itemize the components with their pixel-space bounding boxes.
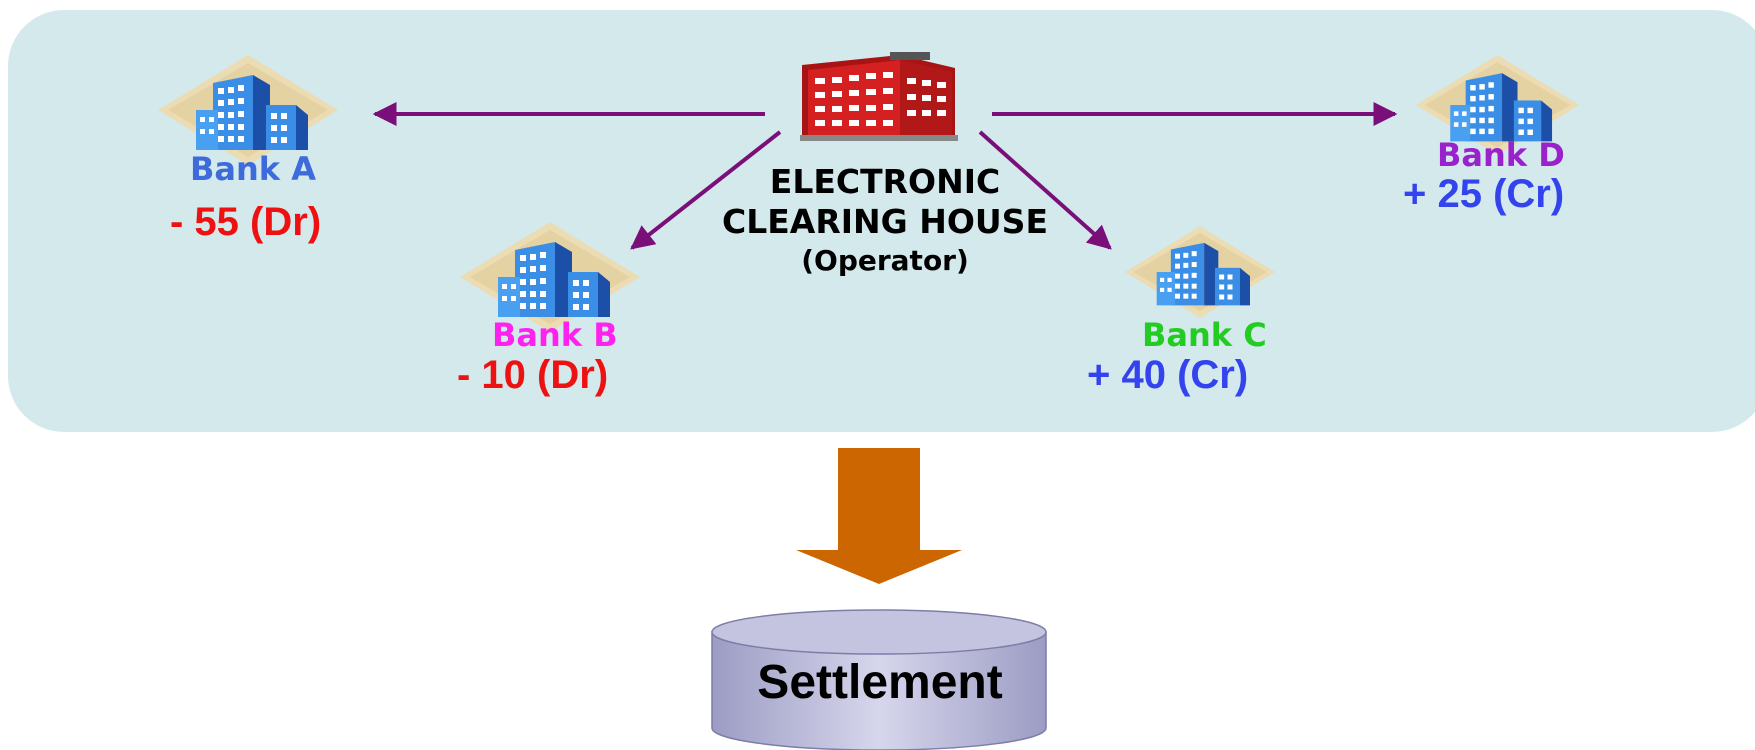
clearing-house-building-icon bbox=[800, 52, 958, 141]
down-arrow-icon bbox=[796, 448, 962, 584]
bank-c-label: Bank C bbox=[1142, 316, 1267, 354]
bank-b-label: Bank B bbox=[492, 316, 618, 354]
bank-b-amount: - 10 (Dr) bbox=[457, 353, 609, 397]
bank-d-amount: + 25 (Cr) bbox=[1403, 172, 1565, 216]
bank-c-icon bbox=[1125, 226, 1275, 318]
bank-a-label: Bank A bbox=[190, 150, 316, 188]
bank-a-icon bbox=[158, 55, 338, 165]
clearing-house-title-line1: ELECTRONIC bbox=[769, 162, 1001, 201]
bank-a-amount: - 55 (Dr) bbox=[170, 200, 322, 244]
bank-d-label: Bank D bbox=[1437, 136, 1565, 174]
bank-c-amount: + 40 (Cr) bbox=[1087, 353, 1249, 397]
clearing-house-title-line2: CLEARING HOUSE bbox=[722, 202, 1048, 241]
settlement-cylinder bbox=[711, 609, 1047, 750]
arrow-to-bank-b bbox=[630, 130, 782, 250]
settlement-label: Settlement bbox=[757, 656, 1003, 709]
clearing-house-title: ELECTRONIC CLEARING HOUSE (Operator) bbox=[690, 162, 1080, 280]
clearing-house-subtitle: (Operator) bbox=[801, 244, 969, 277]
arrow-to-bank-c bbox=[978, 130, 1112, 250]
